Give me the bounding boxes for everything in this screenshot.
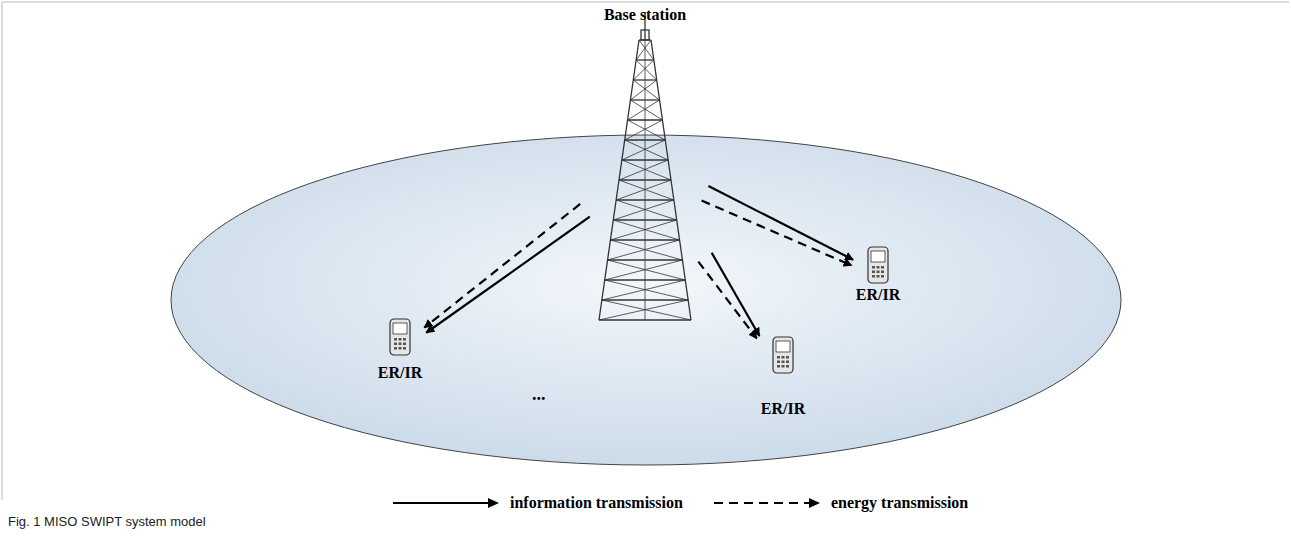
information-arrow xyxy=(426,217,590,333)
legend: information transmission energy transmiss… xyxy=(392,494,998,512)
receiver-label: ER/IR xyxy=(378,364,422,382)
base-station: Base station xyxy=(585,6,705,324)
coverage-area xyxy=(171,135,1121,465)
energy-arrow xyxy=(424,204,580,328)
information-arrow xyxy=(712,253,760,336)
legend-item: information transmission xyxy=(392,494,683,512)
energy-arrow xyxy=(702,201,852,266)
receiver-label: ER/IR xyxy=(761,400,805,418)
receiver-node: ER/IR xyxy=(757,336,809,418)
receiver-node: ER/IR xyxy=(852,246,904,304)
tower-symbol xyxy=(599,12,691,320)
information-arrow xyxy=(708,186,853,260)
legend-item: energy transmission xyxy=(713,494,968,512)
frame-line xyxy=(2,2,3,500)
station-label: Base station xyxy=(585,6,705,24)
figure-caption: Fig. 1 MISO SWIPT system model xyxy=(8,514,206,529)
frame-line xyxy=(2,2,1289,3)
receiver-label: ER/IR xyxy=(856,286,900,304)
legend-sample xyxy=(392,496,500,510)
legend-label: energy transmission xyxy=(831,494,968,512)
ellipsis-label: ... xyxy=(532,384,546,405)
receiver-node: ER/IR xyxy=(374,318,426,382)
phone-icon xyxy=(771,336,795,374)
energy-arrow xyxy=(698,262,756,339)
phone-icon xyxy=(388,318,412,356)
phone-icon xyxy=(866,246,890,284)
legend-label: information transmission xyxy=(510,494,683,512)
legend-sample xyxy=(713,496,821,510)
